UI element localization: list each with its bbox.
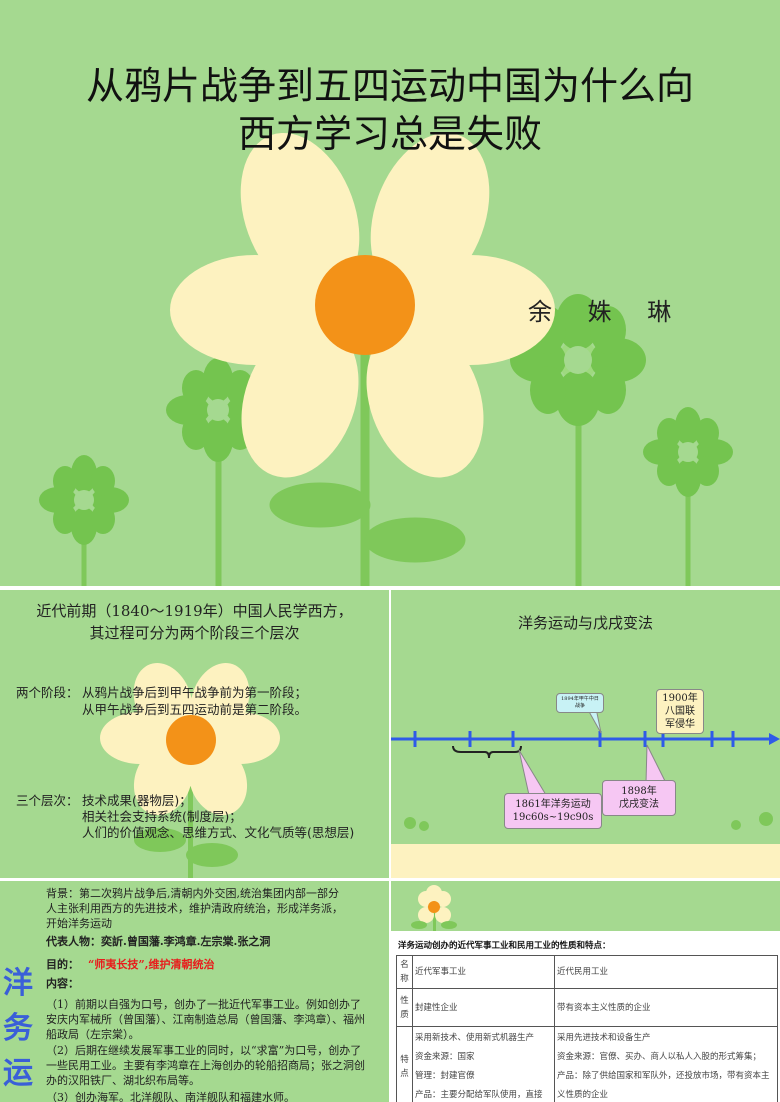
side-char: 运 (3, 1056, 33, 1091)
slide-industry-table[interactable]: 洋务运动创办的近代军事工业和民用工业的性质和特点： 名称近代军事工业近代民用工业… (391, 881, 780, 1102)
row-header: 名称 (396, 955, 413, 989)
callout-text: 1861年洋务运动 (515, 799, 591, 810)
callout-text: 军侵华 (665, 719, 695, 730)
heading-line-2: 其过程可分为两个阶段三个层次 (89, 624, 300, 642)
side-char: 洋 (3, 966, 33, 1001)
flower-icon (411, 885, 457, 931)
small-flower (39, 455, 129, 545)
table-heading: 洋务运动创办的近代军事工业和民用工业的性质和特点： (398, 941, 611, 951)
heading-line-1: 近代前期（1840～1919年）中国人民学西方， (36, 602, 353, 620)
callout-1894: 1894年甲午中日战争 (556, 693, 604, 713)
table-row: 名称近代军事工业近代民用工业 (396, 955, 778, 989)
level-1: 技术成果(器物层)； (82, 793, 192, 808)
side-char: 务 (3, 1011, 33, 1046)
leaf (364, 517, 466, 563)
cell: 采用先进技术和设备生产 资金来源：官僚、买办、商人以私人入股的形式筹集； 产品：… (554, 1026, 778, 1102)
level-2: 相关社会支持系统(制度层)； (82, 809, 242, 824)
callout-1898: 1898年戊戌变法 (602, 780, 676, 816)
stage-1: 从鸦片战争后到甲午战争前为第一阶段； (82, 685, 308, 700)
flower-center (166, 715, 216, 765)
content-item-1: （1）前期以自强为口号，创办了一批近代军事工业。例如创办了安庆内军械所（曾国藩）… (46, 998, 365, 1041)
flower-center (315, 255, 415, 355)
cell: 封建性企业 (412, 988, 555, 1027)
cell: 采用新技术、使用新式机器生产 资金来源：国家 管理：封建官僚 产品：主要分配给军… (412, 1026, 555, 1102)
callout-text: 1900年 (662, 693, 698, 704)
table-row: 性质封建性企业带有资本主义性质的企业 (396, 988, 778, 1027)
arrow-head (769, 733, 780, 745)
row-header: 性质 (396, 988, 413, 1027)
slide-heading: 洋务运动与戊戌变法 (517, 614, 653, 632)
levels-label: 三个层次： (16, 793, 79, 808)
big-flower (170, 132, 555, 478)
row-header: 特点 (396, 1026, 413, 1102)
presentation-title: 从鸦片战争到五四运动中国为什么向 西方学习总是失败 (0, 62, 780, 158)
background-text: 背景：第二次鸦片战争后,清朝内外交困,统治集团内部一部分人主张利用西方的先进技术… (46, 887, 343, 930)
stage-2: 从甲午战争后到五四运动前是第二阶段。 (82, 702, 308, 717)
content-item-2: （2）后期在继续发展军事工业的同时，以“求富”为口号，创办了一些民用工业。主要有… (46, 1044, 365, 1087)
content-item-3: （3）创办海军。北洋舰队、南洋舰队和福建水师。 (46, 1091, 295, 1102)
callout-text: 19c60s~19c90s (512, 812, 594, 823)
cell: 带有资本主义性质的企业 (554, 988, 778, 1027)
cell: 近代民用工业 (554, 955, 778, 989)
title-line-2: 西方学习总是失败 (237, 112, 542, 156)
author-name: 余 姝 琳 (528, 298, 686, 326)
figures-text: 代表人物：奕訢.曾国藩.李鸿章.左宗棠.张之洞 (46, 935, 271, 948)
brace (452, 745, 522, 759)
purpose-label: 目的： (46, 958, 79, 971)
slide-timeline[interactable]: 洋务运动与戊戌变法 1894年甲午中日战争 1900年八国联军侵华 1861年洋… (391, 590, 780, 878)
callout-text: 八国联 (665, 706, 695, 717)
stages-label: 两个阶段： (16, 685, 79, 700)
content-label: 内容： (46, 977, 79, 990)
small-flower (643, 407, 733, 497)
cell: 近代军事工业 (412, 955, 555, 989)
callout-1861: 1861年洋务运动 19c60s~19c90s (504, 793, 602, 829)
timeline (391, 707, 780, 878)
slide-header-band (391, 881, 780, 931)
side-char: 动 (2, 1096, 34, 1102)
slide-stages[interactable]: 近代前期（1840～1919年）中国人民学西方， 其过程可分为两个阶段三个层次 … (0, 590, 389, 878)
level-3: 人们的价值观念、思维方式、文化气质等(思想层) (82, 825, 355, 840)
title-line-1: 从鸦片战争到五四运动中国为什么向 (85, 64, 694, 108)
slide-heading: 近代前期（1840～1919年）中国人民学西方， 其过程可分为两个阶段三个层次 (0, 600, 389, 644)
slide-westernization-movement[interactable]: 洋 务 运 动 背景：第二次鸦片战争后,清朝内外交困,统治集团内部一部分人主张利… (0, 881, 389, 1102)
industry-table: 名称近代军事工业近代民用工业 性质封建性企业带有资本主义性质的企业 特点采用新技… (396, 955, 778, 1102)
purpose-text: “师夷长技”,维护清朝统治 (88, 958, 215, 971)
flower-illustration (100, 663, 280, 878)
flower-illustration (39, 132, 733, 586)
callout-text: 1898年 (621, 786, 657, 797)
leaf (269, 482, 371, 528)
table-row: 特点采用新技术、使用新式机器生产 资金来源：国家 管理：封建官僚 产品：主要分配… (396, 1026, 778, 1102)
side-title: 洋 务 运 动 (2, 961, 34, 1102)
callout-1900: 1900年八国联军侵华 (656, 689, 704, 734)
small-flower (510, 294, 646, 426)
slide-title[interactable]: 从鸦片战争到五四运动中国为什么向 西方学习总是失败 余 姝 琳 (0, 0, 780, 586)
callout-text: 戊戌变法 (619, 799, 659, 810)
